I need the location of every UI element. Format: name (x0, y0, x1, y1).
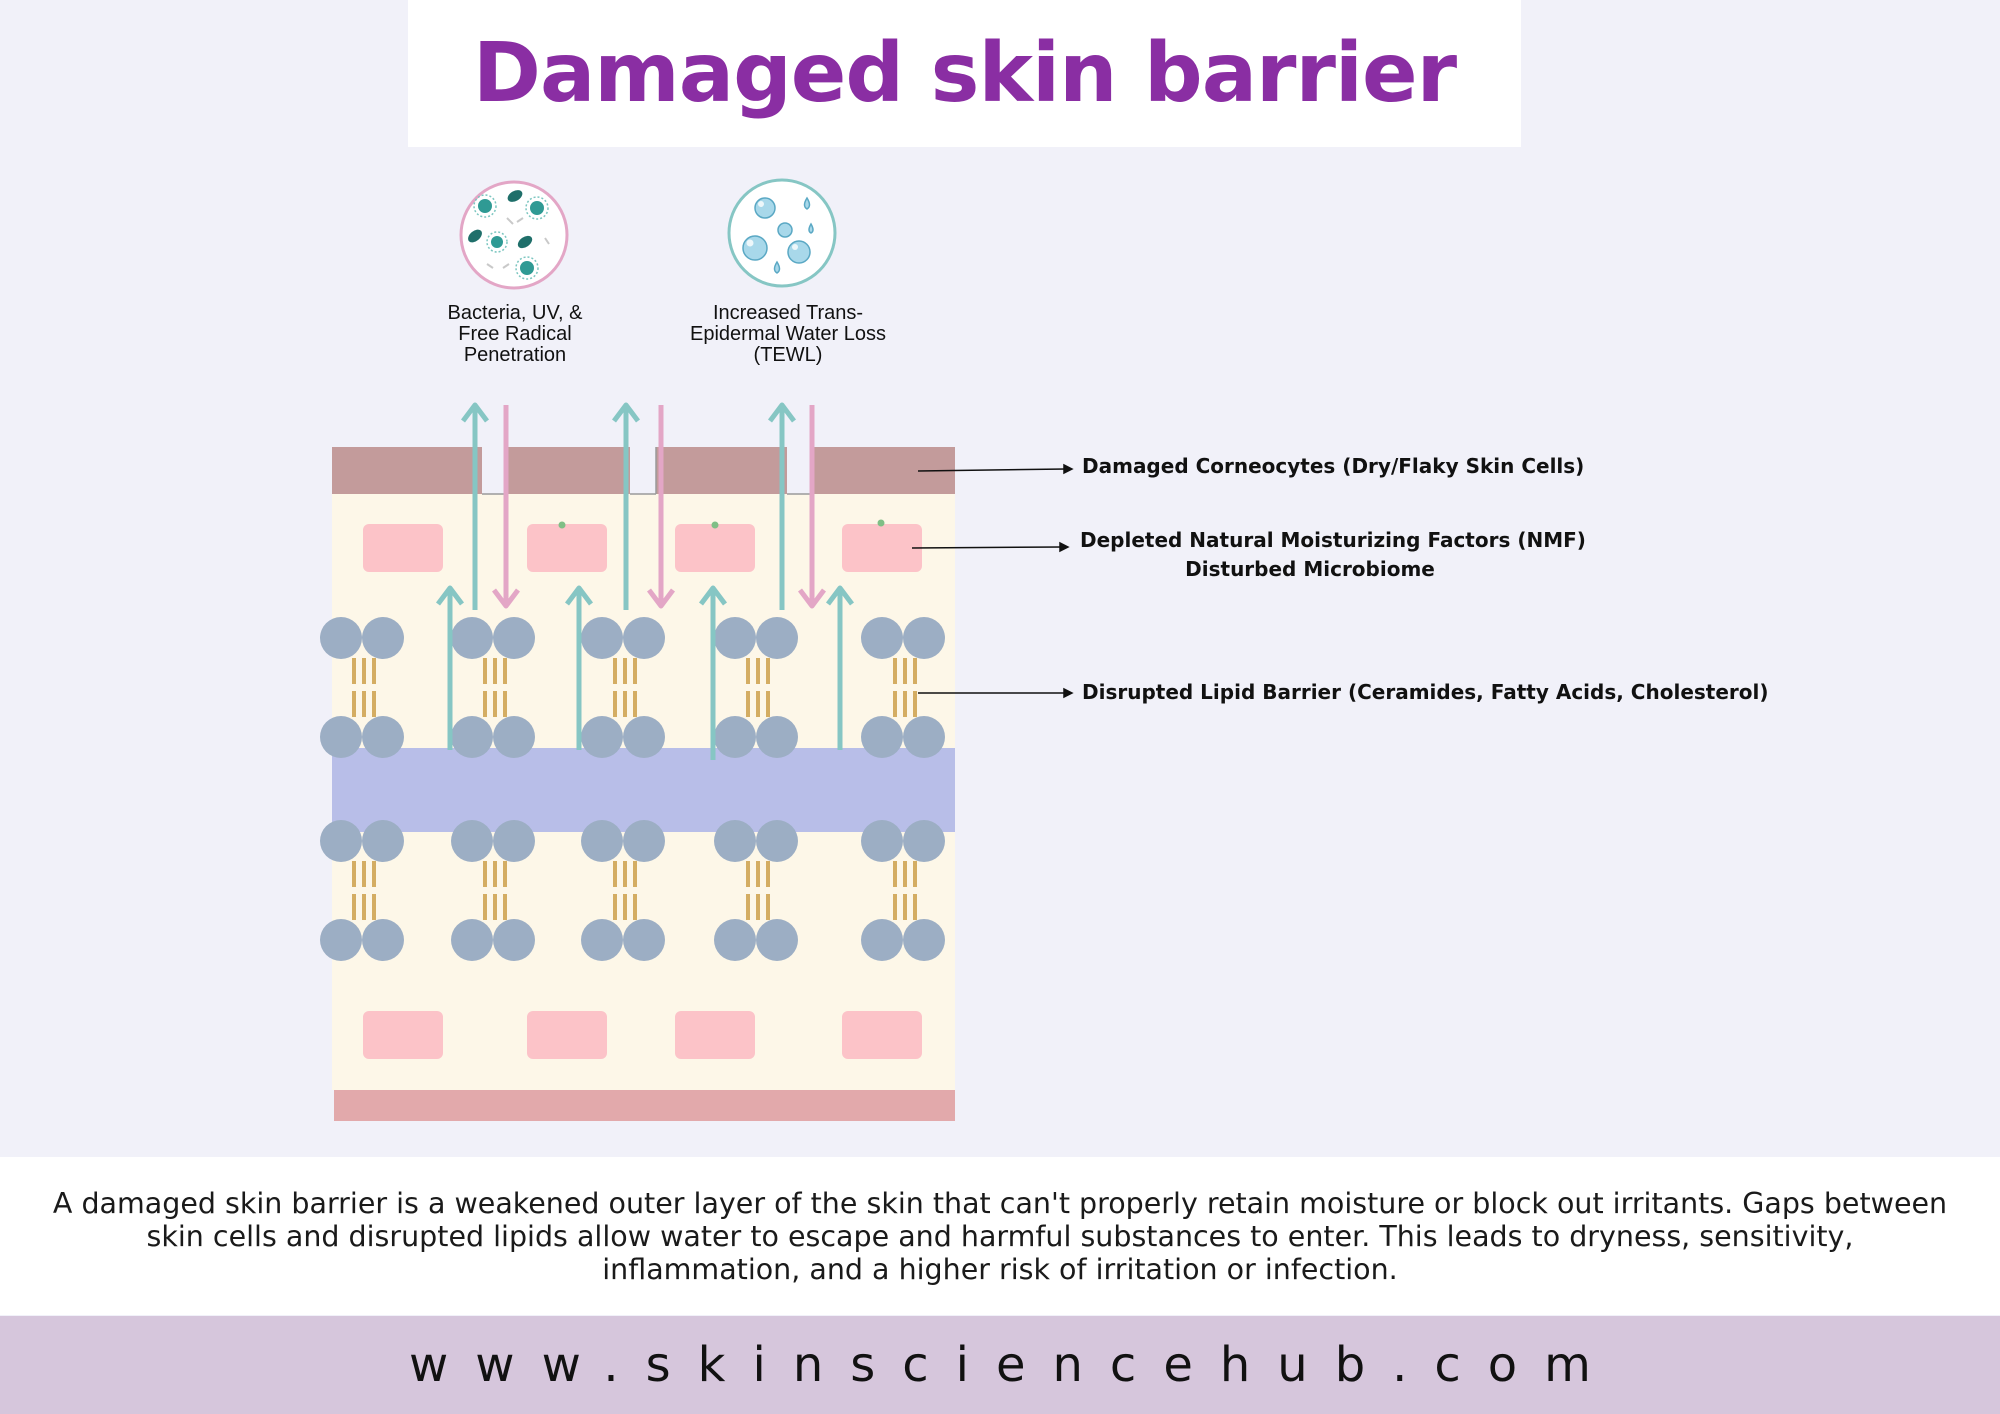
lipid-molecule (714, 691, 798, 758)
lipid-molecule (320, 691, 404, 758)
lipid-molecule (581, 894, 665, 961)
title-banner: Damaged skin barrier (408, 0, 1521, 147)
annotation-corneocytes: Damaged Corneocytes (Dry/Flaky Skin Cell… (1082, 454, 1585, 478)
penetration-arrow-down (647, 405, 675, 609)
description-panel: A damaged skin barrier is a weakened out… (0, 1157, 2000, 1315)
lipid-molecule (714, 894, 798, 961)
annotation-nmf-block: Depleted Natural Moisturizing Factors (N… (1080, 528, 1586, 581)
bacteria-uv-icon (457, 178, 571, 292)
footer-bar: www.skinsciencehub.com (0, 1316, 2000, 1414)
footer-url[interactable]: www.skinsciencehub.com (409, 1337, 1618, 1393)
lipid-molecule (861, 894, 945, 961)
penetration-arrow-down (798, 405, 826, 609)
tewl-arrow-up (699, 585, 727, 760)
bacteria-uv-label-line: Bacteria, UV, & (447, 302, 583, 324)
bacteria-uv-label-line: Penetration (463, 344, 567, 366)
lipid-molecule (320, 617, 404, 684)
annotation-microbiome: Disturbed Microbiome (1185, 557, 1435, 581)
lipid-molecule (861, 820, 945, 887)
lipid-band (332, 748, 955, 832)
tewl-arrow-up (612, 402, 640, 610)
penetration-arrow-down (492, 405, 520, 609)
lipid-molecule (714, 820, 798, 887)
bacteria-uv-label-line: Free Radical (458, 323, 572, 345)
annotation-lipid: Disrupted Lipid Barrier (Ceramides, Fatt… (1082, 680, 1769, 704)
tewl-arrow-up (436, 585, 464, 750)
lipid-molecules (320, 617, 945, 961)
skin-cross-section (320, 402, 1074, 1121)
lipid-molecule (581, 691, 665, 758)
description-text: A damaged skin barrier is a weakened out… (52, 1186, 1948, 1286)
tewl-label-line: (TEWL) (753, 344, 823, 366)
lipid-molecule (451, 894, 535, 961)
lipid-molecule (861, 617, 945, 684)
lipid-molecule (320, 820, 404, 887)
water-droplets-icon (725, 176, 839, 290)
lipid-molecule (581, 617, 665, 684)
bacteria-uv-label: Bacteria, UV, & Free Radical Penetration (415, 303, 615, 366)
tewl-arrow-up (565, 585, 593, 750)
lipid-molecule (714, 617, 798, 684)
lipid-molecule (861, 691, 945, 758)
tewl-label: Increased Trans- Epidermal Water Loss (T… (668, 303, 908, 366)
tewl-label-line: Increased Trans- (712, 302, 864, 324)
lipid-molecule (451, 691, 535, 758)
tewl-arrow-up (826, 585, 854, 750)
lipid-molecule (581, 820, 665, 887)
lipid-molecule (451, 820, 535, 887)
nmf-blocks-bottom (363, 1011, 922, 1059)
tewl-arrow-up (461, 402, 489, 610)
page-title: Damaged skin barrier (472, 26, 1457, 121)
nmf-blocks-top (363, 524, 922, 572)
lipid-molecule (320, 894, 404, 961)
tewl-arrow-up (768, 402, 796, 610)
bottom-layer (334, 1090, 955, 1121)
penetration-arrows (436, 402, 854, 760)
tewl-label-line: Epidermal Water Loss (690, 323, 886, 345)
lipid-molecule (451, 617, 535, 684)
corneocyte-layer (332, 447, 955, 494)
annotation-nmf: Depleted Natural Moisturizing Factors (N… (1080, 528, 1586, 552)
